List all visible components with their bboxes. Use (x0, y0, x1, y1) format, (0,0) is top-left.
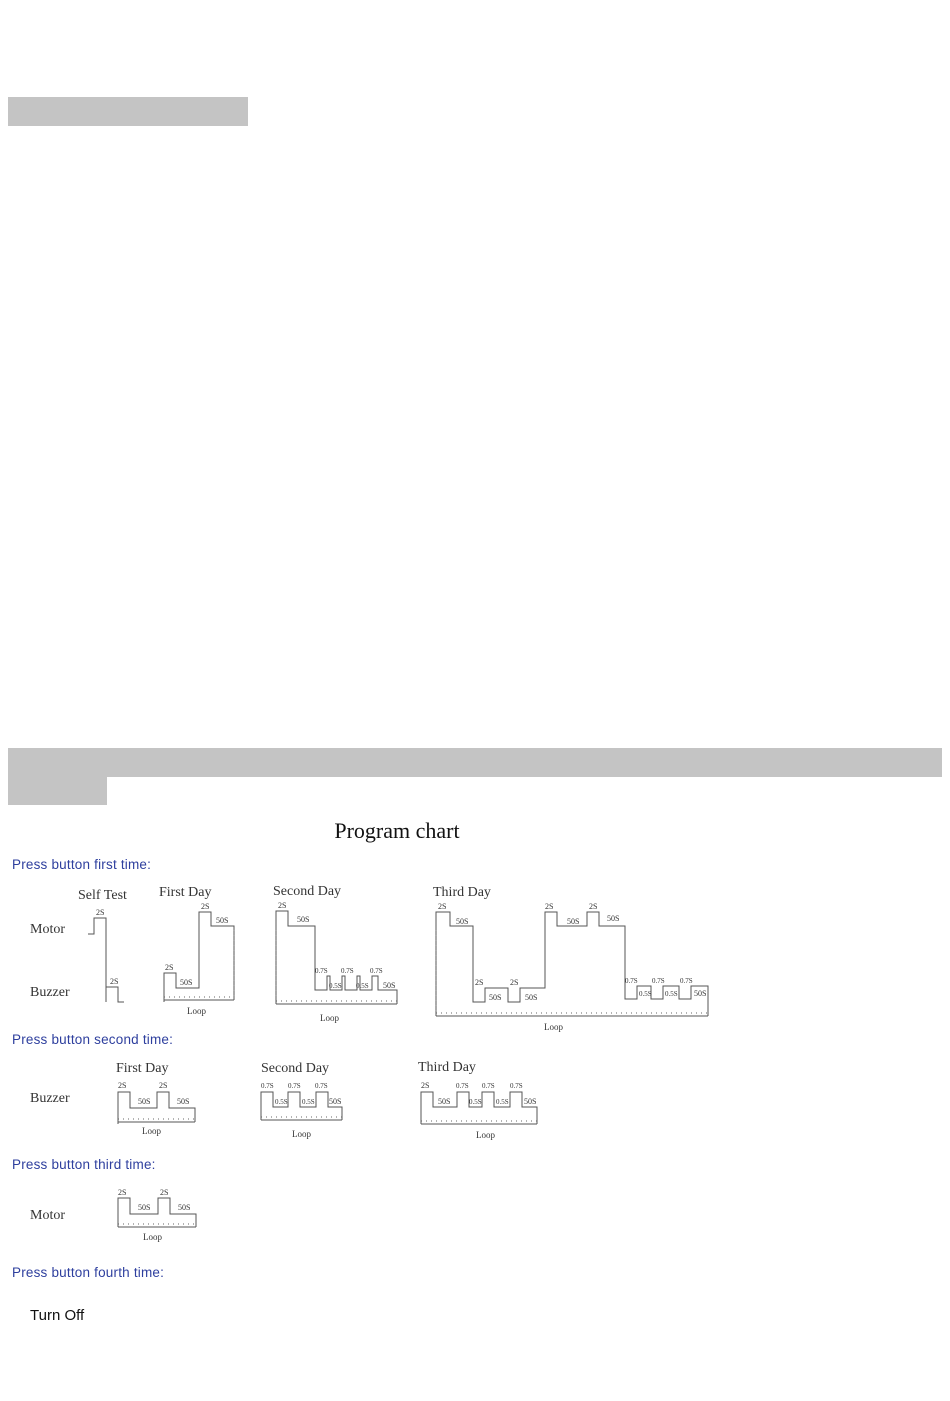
dur-p2fd-4: 50S (177, 1097, 189, 1106)
section-heading-first: Press button first time: (12, 857, 152, 872)
dur-selftest-buzzer: 2S (110, 977, 118, 986)
loop-p2fd: Loop (142, 1126, 161, 1136)
header-band-small (8, 777, 107, 805)
section-heading-second: Press button second time: (12, 1032, 174, 1047)
dur-p2fd-3: 2S (159, 1081, 167, 1090)
loop-sd-1: Loop (320, 1013, 339, 1023)
dur-p2sd-6: 50S (329, 1097, 341, 1106)
dur-p2sd-4: 0.5S (302, 1098, 315, 1106)
press2-thirdday-wave (420, 1091, 538, 1124)
dur-td-10: 50S (607, 914, 619, 923)
dur-p2td-7: 0.7S (510, 1082, 523, 1090)
dur-sd-1: 2S (278, 901, 286, 910)
dur-p3-3: 2S (160, 1188, 168, 1197)
label-buzzer-1: Buzzer (30, 985, 70, 1000)
label-second-day-2: Second Day (261, 1061, 329, 1076)
label-self-test: Self Test (78, 888, 127, 903)
label-buzzer-2: Buzzer (30, 1091, 70, 1106)
dur-sd-4: 0.5S (329, 982, 342, 990)
dur-p2td-6: 0.5S (496, 1098, 509, 1106)
secondday-motor-wave (275, 910, 398, 1004)
thirdday-motor-wave (435, 911, 709, 1016)
dur-td-12: 0.5S (639, 990, 652, 998)
section-heading-third: Press button third time: (12, 1157, 156, 1172)
dur-td-7: 2S (545, 902, 553, 911)
dur-sd-2: 50S (297, 915, 309, 924)
loop-p2sd: Loop (292, 1129, 311, 1139)
dur-p3-2: 50S (138, 1203, 150, 1212)
dur-p3-4: 50S (178, 1203, 190, 1212)
header-band-wide (8, 748, 942, 777)
press2-secondday-wave (260, 1091, 343, 1120)
dur-p2sd-1: 0.7S (261, 1082, 274, 1090)
turn-off-label: Turn Off (30, 1307, 85, 1324)
dur-p2fd-2: 50S (138, 1097, 150, 1106)
dur-selftest-motor: 2S (96, 908, 104, 917)
label-second-day-1: Second Day (273, 884, 341, 899)
dur-td-16: 50S (694, 989, 706, 998)
dur-p2td-1: 2S (421, 1081, 429, 1090)
dur-td-14: 0.5S (665, 990, 678, 998)
dur-p2td-5: 0.7S (482, 1082, 495, 1090)
dur-fd-4: 50S (216, 916, 228, 925)
dur-p2sd-2: 0.5S (275, 1098, 288, 1106)
dur-p2td-8: 50S (524, 1097, 536, 1106)
dur-td-13: 0.7S (652, 977, 665, 985)
dur-td-9: 2S (589, 902, 597, 911)
dur-td-11: 0.7S (625, 977, 638, 985)
dur-td-2: 50S (456, 917, 468, 926)
label-motor-1: Motor (30, 922, 65, 937)
dur-fd-1: 2S (165, 963, 173, 972)
label-motor-3: Motor (30, 1208, 65, 1223)
loop-p3: Loop (143, 1232, 162, 1242)
dur-fd-2: 50S (180, 978, 192, 987)
chart-title: Program chart (334, 818, 460, 843)
dur-sd-3: 0.7S (315, 967, 328, 975)
dur-p2td-4: 0.5S (469, 1098, 482, 1106)
dur-p2td-3: 0.7S (456, 1082, 469, 1090)
dur-td-1: 2S (438, 902, 446, 911)
dur-p2td-2: 50S (438, 1097, 450, 1106)
dur-td-4: 50S (489, 993, 501, 1002)
label-third-day-1: Third Day (433, 885, 491, 900)
press3-motor-wave (117, 1197, 197, 1227)
dur-p3-1: 2S (118, 1188, 126, 1197)
loop-fd-1: Loop (187, 1006, 206, 1016)
dur-sd-8: 50S (383, 981, 395, 990)
dur-fd-3: 2S (201, 902, 209, 911)
dur-sd-6: 0.5S (356, 982, 369, 990)
selftest-motor-pulse (88, 917, 107, 1002)
header-band-top (8, 97, 248, 126)
label-first-day-1: First Day (159, 885, 212, 900)
section-heading-fourth: Press button fourth time: (12, 1265, 165, 1280)
dur-td-15: 0.7S (680, 977, 693, 985)
dur-td-5: 2S (510, 978, 518, 987)
firstday-motor-wave (163, 911, 235, 1000)
dur-td-6: 50S (525, 993, 537, 1002)
dur-td-3: 2S (475, 978, 483, 987)
label-first-day-2: First Day (116, 1061, 169, 1076)
dur-p2fd-1: 2S (118, 1081, 126, 1090)
press2-firstday-wave (117, 1091, 196, 1122)
dur-td-8: 50S (567, 917, 579, 926)
loop-p2td: Loop (476, 1130, 495, 1140)
dur-p2sd-5: 0.7S (315, 1082, 328, 1090)
loop-td-1: Loop (544, 1022, 563, 1032)
dur-p2sd-3: 0.7S (288, 1082, 301, 1090)
dur-sd-5: 0.7S (341, 967, 354, 975)
label-third-day-2: Third Day (418, 1060, 476, 1075)
dur-sd-7: 0.7S (370, 967, 383, 975)
selftest-buzzer-pulse (105, 986, 124, 1003)
